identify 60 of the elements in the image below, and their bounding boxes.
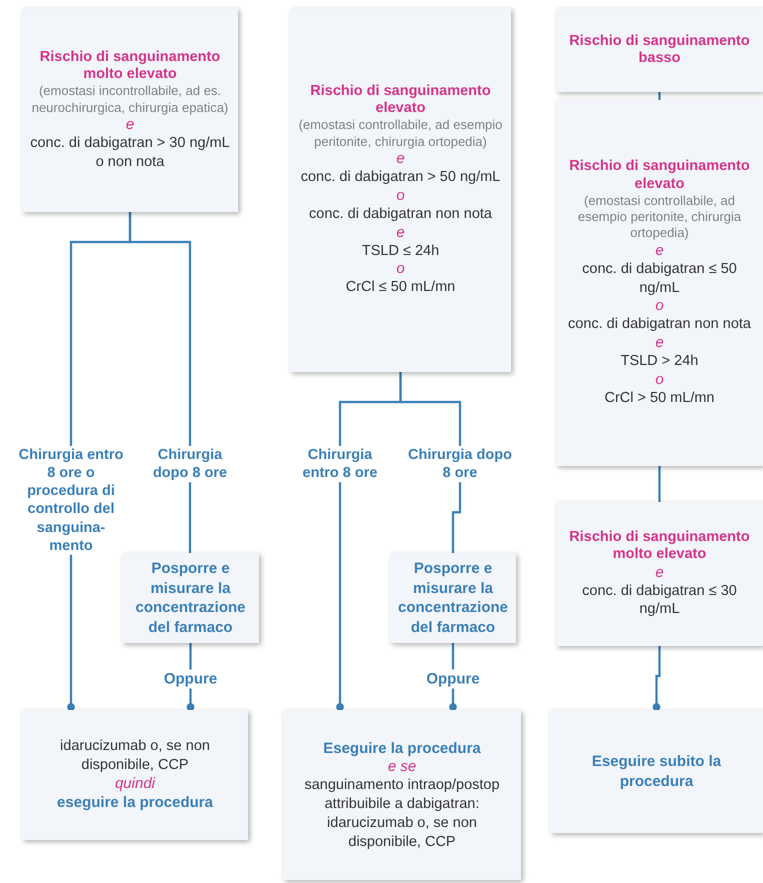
- conjunction: e: [395, 224, 406, 242]
- decision-box: [556, 100, 763, 466]
- connector-line: [188, 482, 192, 553]
- connector-line: [658, 466, 661, 502]
- decision-box: [122, 553, 259, 643]
- example-note: (emostasi controllabile, ad esempio peritonite, chirurgia ortopedia): [298, 117, 504, 150]
- criterion-text: conc. di dabigatran non nota: [567, 315, 752, 334]
- criterion-text: TSLD ≤ 24h: [360, 242, 440, 260]
- conjunction: e se: [386, 758, 418, 776]
- connector-line: [658, 92, 661, 100]
- criterion-text: idarucizumab o, se non disponibile, CCP: [59, 737, 211, 776]
- decision-box: [283, 710, 521, 880]
- branch-label: Chirurgia entro 8 ore: [288, 446, 392, 482]
- criterion-text: conc. di dabigatran ≤ 50 ng/mL: [581, 260, 738, 298]
- conjunction: e: [124, 116, 136, 134]
- action-text: Eseguire la procedura: [322, 738, 482, 758]
- conjunction: quindi: [114, 775, 156, 794]
- risk-heading: Rischio di sanguinamento molto elevato: [38, 48, 222, 84]
- connector-line: [67, 554, 75, 711]
- conjunction: o: [654, 297, 665, 316]
- action-text: Posporre e misurare la concentrazione del farmaco: [134, 559, 247, 637]
- risk-heading: Rischio di sanguinamento molto elevato: [568, 528, 751, 564]
- risk-heading: Rischio di sanguinamento basso: [568, 32, 751, 68]
- action-text: eseguire la procedura: [56, 793, 214, 813]
- connector-line: [128, 212, 192, 446]
- example-note: (emostasi incontrollabile, ad es. neurochirurgica, chirurgia epatica): [30, 83, 230, 116]
- criterion-text: conc. di dabigatran > 30 ng/mL o non nota: [29, 134, 231, 172]
- decision-box: [290, 8, 511, 372]
- risk-heading: Rischio di sanguinamento elevato: [309, 82, 492, 118]
- branch-label: Chirurgia dopo 8 ore: [140, 446, 240, 482]
- criterion-text: conc. di dabigatran non nota: [308, 204, 493, 224]
- conjunction: e: [654, 242, 665, 260]
- example-note: (emostasi controllabile, ad esempio peritonite, chirurgia ortopedia): [576, 192, 742, 242]
- conjunction: o: [395, 260, 406, 278]
- conjunction: e: [654, 334, 665, 352]
- conjunction: e: [654, 564, 665, 582]
- connector-line: [399, 372, 462, 446]
- connector-line: [652, 646, 661, 711]
- connector-line: [336, 482, 344, 711]
- conjunction: o: [654, 371, 665, 390]
- conjunction: e: [395, 150, 406, 168]
- decision-box: [550, 710, 763, 833]
- risk-heading: Rischio di sanguinamento elevato: [568, 158, 751, 193]
- decision-box: [22, 8, 238, 212]
- action-text: Posporre e misurare la concentrazione del farmaco: [396, 559, 510, 637]
- branch-label: Chirurgia dopo 8 ore: [408, 446, 512, 482]
- branch-label: Chirurgia entro 8 ore o procedura di controllo del sanguina-mento: [18, 446, 124, 555]
- decision-box: [390, 553, 516, 643]
- decision-box: [556, 8, 763, 92]
- action-text: Eseguire subito la procedura: [590, 752, 722, 791]
- conjunction: o: [395, 186, 406, 205]
- connector-line: [452, 482, 462, 553]
- decision-box: [556, 502, 763, 646]
- decision-box: [22, 710, 248, 840]
- criterion-text: conc. di dabigatran > 50 ng/mL: [300, 168, 502, 187]
- criterion-text: sanguinamento intraop/postop attribuibile a dabigatran: idarucizumab o, se non disponibile, CCP: [303, 776, 501, 852]
- criterion-text: CrCl > 50 mL/mn: [604, 389, 716, 408]
- criterion-text: conc. di dabigatran ≤ 30 ng/mL: [581, 582, 738, 620]
- criterion-text: TSLD > 24h: [620, 352, 700, 372]
- criterion-text: CrCl ≤ 50 mL/mn: [344, 278, 456, 298]
